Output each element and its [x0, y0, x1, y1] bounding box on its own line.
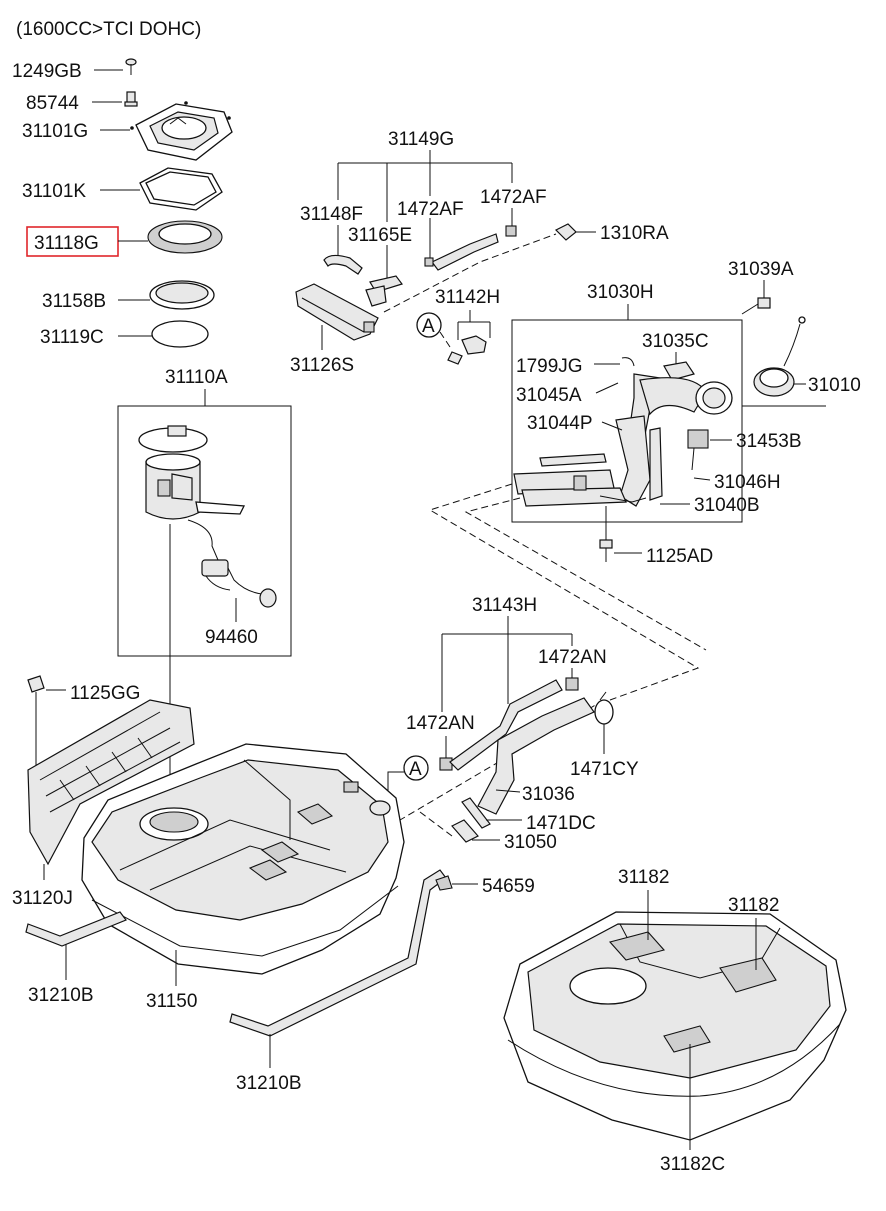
filler-neck-box: [511, 319, 743, 523]
pump-cover-stack: 1249GB 85744 31101G 31101K: [12, 58, 233, 348]
label-31210B-left[interactable]: 31210B: [28, 985, 94, 1006]
label-31142H[interactable]: 31142H: [435, 287, 500, 308]
label-94460[interactable]: 94460: [205, 627, 258, 648]
label-1249GB[interactable]: 1249GB: [12, 61, 82, 82]
cover-plate-31101g-drawing: [130, 101, 233, 161]
label-31182-b[interactable]: 31182: [728, 895, 779, 916]
label-31120J[interactable]: 31120J: [12, 888, 73, 909]
bolt-31039a-drawing: [741, 297, 771, 315]
ref-a-label-top: A: [422, 316, 435, 337]
ref-a-circle-bottom: [403, 755, 429, 781]
label-54659[interactable]: 54659: [482, 876, 535, 897]
label-1471DC[interactable]: 1471DC: [526, 813, 596, 834]
label-31030H[interactable]: 31030H: [587, 282, 654, 303]
label-1472AF-a[interactable]: 1472AF: [397, 199, 464, 220]
label-31150[interactable]: 31150: [146, 991, 197, 1012]
label-1125AD[interactable]: 1125AD: [646, 546, 713, 567]
label-31165E[interactable]: 31165E: [348, 225, 412, 246]
label-1799JG[interactable]: 1799JG: [516, 356, 583, 377]
label-31046H[interactable]: 31046H: [714, 472, 781, 493]
filler-neck-group: 31030H 31039A 31035C 1799JG 31045A: [511, 259, 861, 567]
ring-31118g-drawing: [147, 220, 223, 254]
fuel-cap-31010-drawing: [753, 316, 806, 397]
label-31044P[interactable]: 31044P: [527, 413, 593, 434]
fuel-tank-main: 1125GG 31120J 31150: [12, 675, 535, 1094]
strap-31210b-left-drawing: [25, 911, 127, 947]
label-31110A[interactable]: 31110A: [165, 367, 228, 388]
gasket-31101k-drawing: [139, 167, 223, 211]
grommet-85744-drawing: [124, 91, 138, 107]
label-1125GG[interactable]: 1125GG: [70, 683, 140, 704]
label-31101K[interactable]: 31101K: [22, 181, 86, 202]
fuel-pump-module-group: 31110A 94460: [117, 367, 292, 820]
label-31453B[interactable]: 31453B: [736, 431, 802, 452]
label-1310RA[interactable]: 1310RA: [600, 223, 669, 244]
label-31149G[interactable]: 31149G: [388, 129, 454, 150]
label-31126S[interactable]: 31126S: [290, 355, 354, 376]
ring-31158b-drawing: [149, 280, 215, 310]
filler-hose-group: 31143H 1472AN 1472AN 1471CY 31036 1471DC…: [387, 595, 639, 853]
pump-module-box: [117, 405, 292, 657]
bolt-1125ad-drawing: [599, 539, 613, 562]
ref-a-label-bottom: A: [409, 759, 422, 780]
label-1472AN-b[interactable]: 1472AN: [406, 713, 475, 734]
label-31045A[interactable]: 31045A: [516, 385, 582, 406]
label-31182C[interactable]: 31182C: [660, 1154, 725, 1175]
label-31039A[interactable]: 31039A: [728, 259, 794, 280]
label-31210B-right[interactable]: 31210B: [236, 1073, 302, 1094]
seal-31119c-drawing: [151, 320, 209, 348]
label-31182-a[interactable]: 31182: [618, 867, 669, 888]
label-1472AF-b[interactable]: 1472AF: [480, 187, 547, 208]
filler-neck-drawing: [513, 373, 733, 507]
label-1472AN-a[interactable]: 1472AN: [538, 647, 607, 668]
pump-module-drawing: [138, 425, 277, 608]
label-31010[interactable]: 31010: [808, 375, 861, 396]
label-31036[interactable]: 31036: [522, 784, 575, 805]
ref-a-circle-top: [416, 312, 442, 338]
label-31143H[interactable]: 31143H: [472, 595, 537, 616]
vent-hose-group: 31149G 31148F 1472AF 1472AF 31165E 31126…: [290, 129, 669, 376]
clamp-1471cy-drawing: [594, 691, 614, 725]
fuel-tank-pads: 31182 31182 31182C: [503, 867, 847, 1175]
label-31101G[interactable]: 31101G: [22, 121, 88, 142]
bolt-1249gb-drawing: [125, 58, 137, 75]
label-31040B[interactable]: 31040B: [694, 495, 760, 516]
label-31158B[interactable]: 31158B: [42, 291, 106, 312]
canister-31126s-drawing: [295, 283, 379, 341]
tank-pads-drawing: [503, 911, 847, 1141]
heat-shield-31120j-drawing: [27, 699, 195, 866]
label-31119C[interactable]: 31119C: [40, 327, 104, 348]
label-31035C[interactable]: 31035C: [642, 331, 709, 352]
header-engine-spec: (1600CC>TCI DOHC): [16, 19, 201, 40]
bolt-1125gg-drawing: [27, 675, 45, 712]
label-31148F[interactable]: 31148F: [300, 204, 363, 225]
label-1471CY[interactable]: 1471CY: [570, 759, 639, 780]
tank-31150-drawing: [81, 743, 405, 975]
label-31118G[interactable]: 31118G: [34, 233, 99, 254]
label-85744[interactable]: 85744: [26, 93, 79, 114]
label-31050[interactable]: 31050: [504, 832, 557, 853]
